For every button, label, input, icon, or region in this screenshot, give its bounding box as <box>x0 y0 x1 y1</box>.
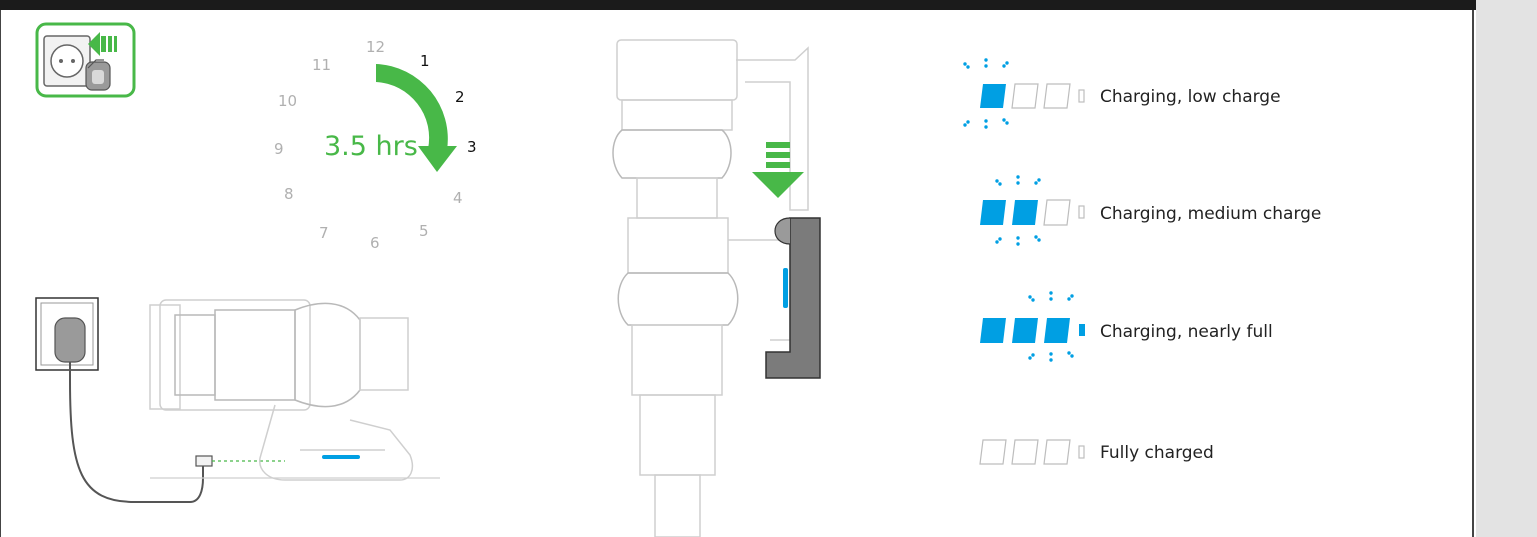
legend-item-nearly-full: Charging, nearly full <box>980 291 1273 362</box>
charger-cable <box>69 379 285 503</box>
legend-item-fully-charged: Fully charged <box>979 439 1214 465</box>
legend-label-medium-charge: Charging, medium charge <box>1100 204 1321 224</box>
clock-number-11: 11 <box>312 56 331 74</box>
clock-number-7: 7 <box>319 224 329 242</box>
vacuum-upright-illustration <box>612 39 809 537</box>
charge-duration-label: 3.5 hrs <box>324 131 418 162</box>
clock-number-6: 6 <box>370 234 380 252</box>
clock-number-1: 1 <box>420 52 430 70</box>
legend-item-medium-charge: Charging, medium charge <box>980 175 1321 246</box>
wall-socket-plug-icon <box>35 22 136 98</box>
clock-number-3: 3 <box>467 138 477 156</box>
clock-number-9: 9 <box>274 140 284 158</box>
clock-number-5: 5 <box>419 222 429 240</box>
page-frame <box>0 10 1474 537</box>
legend-label-nearly-full: Charging, nearly full <box>1100 322 1273 342</box>
legend-label-fully-charged: Fully charged <box>1100 443 1214 463</box>
clock-number-8: 8 <box>284 185 294 203</box>
clock-number-10: 10 <box>278 92 297 110</box>
clock-number-4: 4 <box>453 189 463 207</box>
legend-label-low-charge: Charging, low charge <box>1100 87 1281 107</box>
wall-socket-illustration <box>35 297 99 380</box>
right-scroll-gutter <box>1476 0 1537 537</box>
charge-time-arrow <box>376 64 457 172</box>
vacuum-handheld-illustration <box>149 299 440 481</box>
arrow-left-icon <box>88 32 117 56</box>
top-bar <box>0 0 1476 10</box>
clock-number-12: 12 <box>366 38 385 56</box>
clock-face: 12 1 2 3 4 5 6 7 8 9 10 11 <box>274 38 477 252</box>
legend-item-low-charge: Charging, low charge <box>963 58 1281 129</box>
clock-number-2: 2 <box>455 88 465 106</box>
charging-dock-illustration <box>765 217 821 379</box>
arrow-down-icon <box>752 142 804 198</box>
